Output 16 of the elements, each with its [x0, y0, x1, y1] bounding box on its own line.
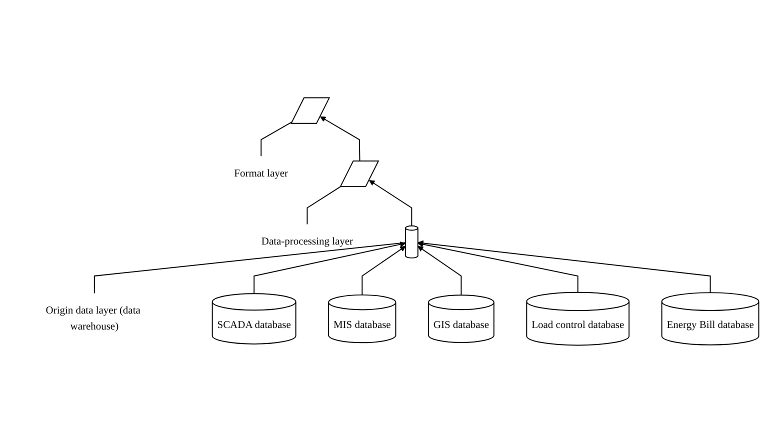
node-text: Data-processing layer	[261, 236, 354, 248]
node-cylinder	[404, 225, 418, 258]
node-text: Origin data layer (data warehouse)	[46, 305, 140, 332]
arrow	[369, 180, 412, 226]
arrow	[362, 246, 406, 296]
connector	[94, 242, 406, 294]
node-text: Format layer	[234, 168, 288, 180]
connector	[306, 186, 342, 225]
arrow	[418, 241, 578, 293]
node-parallelogram	[290, 97, 330, 124]
node-parallelogram	[340, 160, 380, 188]
arrow	[254, 242, 406, 294]
arrow	[418, 240, 711, 294]
arrow	[418, 246, 462, 296]
arrow	[320, 116, 360, 162]
connector	[260, 121, 294, 157]
